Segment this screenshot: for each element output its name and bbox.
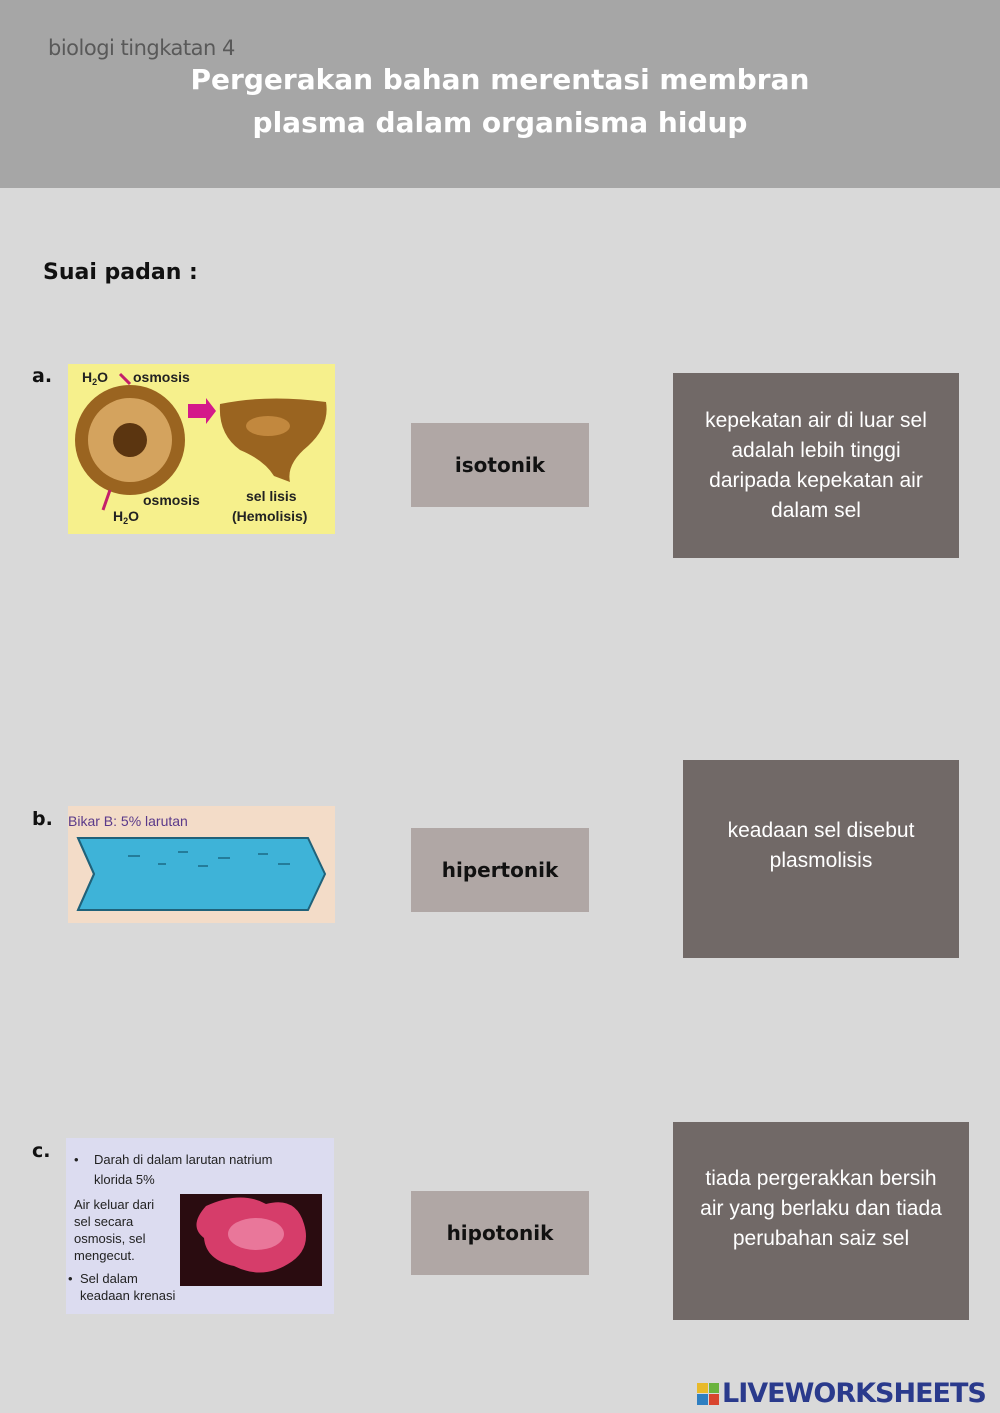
cell-nucleus [113, 423, 147, 457]
title-line-2: plasma dalam organisma hidup [252, 106, 748, 139]
cell-highlight [228, 1218, 284, 1250]
h2o-top-h: H [82, 369, 92, 385]
page-title: Pergerakan bahan merentasi membran plasm… [0, 58, 1000, 144]
logo-text: LIVEWORKSHEETS [722, 1378, 987, 1409]
question-label-c: c. [32, 1140, 51, 1162]
instruction-heading: Suai padan : [43, 260, 198, 285]
liveworksheets-logo[interactable]: LIVEWORKSHEETS [697, 1378, 987, 1409]
description-box-1[interactable]: kepekatan air di luar sel adalah lebih t… [673, 373, 959, 558]
hemolysis-illustration: H2O osmosis osmosis H2O sel lisis (Hemol… [75, 369, 327, 526]
question-label-a: a. [32, 365, 53, 387]
para-line3: osmosis, sel [74, 1231, 146, 1246]
bullet-dot-1: • [74, 1152, 79, 1167]
svg-text:H2O: H2O [82, 369, 108, 387]
hemolysis-image: H2O osmosis osmosis H2O sel lisis (Hemol… [68, 364, 335, 534]
lysed-label-line2: (Hemolisis) [232, 508, 307, 524]
lysed-cell-inner [246, 416, 290, 436]
lysed-label-line1: sel lisis [246, 488, 297, 504]
osmosis-bottom-label: osmosis [143, 492, 200, 508]
crenation-image: • Darah di dalam larutan natrium klorida… [66, 1138, 334, 1314]
term-box-isotonik[interactable]: isotonik [411, 423, 589, 507]
h2o-bottom-o: O [128, 508, 139, 524]
h2o-bottom-sub: 2 [123, 516, 128, 526]
arrow-right-icon [188, 398, 216, 424]
logo-mark-icon [697, 1382, 719, 1405]
para-line2: sel secara [74, 1214, 134, 1229]
description-box-3[interactable]: tiada pergerakkan bersih air yang berlak… [673, 1122, 969, 1320]
question-label-b: b. [32, 808, 53, 830]
h2o-top-o: O [97, 369, 108, 385]
crenation-illustration: • Darah di dalam larutan natrium klorida… [68, 1152, 322, 1303]
lysed-cell-shape [219, 398, 327, 482]
para-line4: mengecut. [74, 1248, 135, 1263]
bullet1-line1: Darah di dalam larutan natrium [94, 1152, 272, 1167]
bullet1-line2: klorida 5% [94, 1172, 155, 1187]
arrow-down-icon [118, 372, 132, 386]
beaker-image: Bikar B: 5% larutan [68, 806, 335, 923]
bullet2-line2: keadaan krenasi [80, 1288, 176, 1303]
subject-label: biologi tingkatan 4 [48, 36, 235, 60]
title-line-1: Pergerakan bahan merentasi membran [190, 63, 810, 96]
beaker-caption: Bikar B: 5% larutan [68, 813, 188, 829]
h2o-top-sub: 2 [92, 377, 97, 387]
beaker-illustration: Bikar B: 5% larutan [68, 813, 327, 911]
water-block [76, 837, 327, 911]
term-box-hipertonik[interactable]: hipertonik [411, 828, 589, 912]
header-banner: biologi tingkatan 4 Pergerakan bahan mer… [0, 0, 1000, 188]
water-ripples [128, 851, 290, 867]
svg-text:H2O: H2O [113, 508, 139, 526]
arrow-up-icon [101, 489, 112, 511]
term-box-hipotonik[interactable]: hipotonik [411, 1191, 589, 1275]
bullet2-line1: Sel dalam [80, 1271, 138, 1286]
para-line1: Air keluar dari [74, 1197, 154, 1212]
description-box-2[interactable]: keadaan sel disebut plasmolisis [683, 760, 959, 958]
h2o-bottom-h: H [113, 508, 123, 524]
osmosis-top-label: osmosis [133, 369, 190, 385]
bullet-dot-2: • [68, 1271, 73, 1286]
